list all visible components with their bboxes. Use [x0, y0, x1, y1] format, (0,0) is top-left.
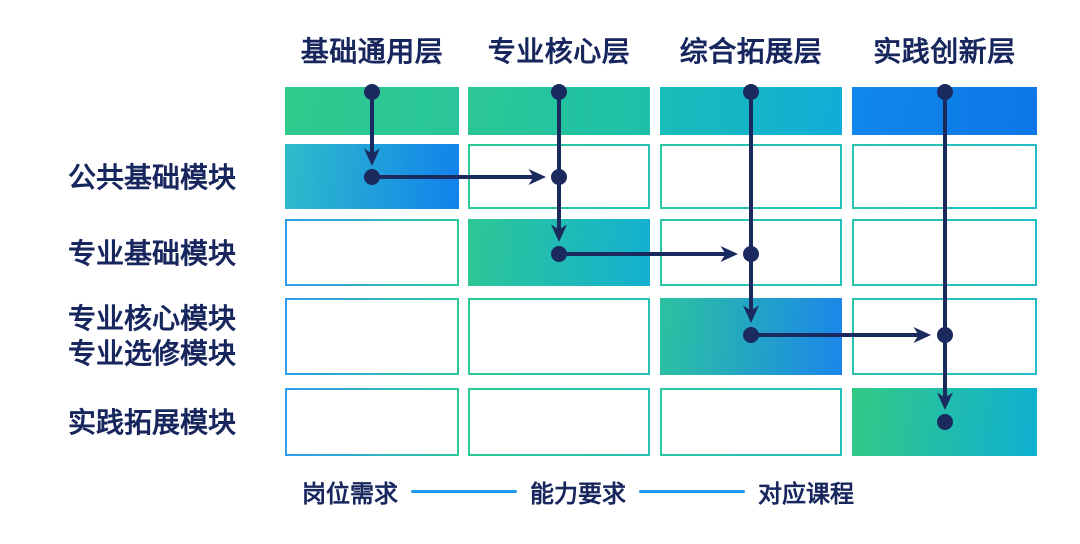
- matrix-cell: [285, 298, 459, 375]
- matrix-cell: [468, 388, 650, 456]
- matrix-cell: [285, 144, 459, 209]
- matrix-cell: [852, 388, 1037, 456]
- matrix-cell: [852, 298, 1037, 375]
- legend-item-corresponding-course: 对应课程: [758, 480, 854, 508]
- matrix-cell: [468, 144, 650, 209]
- matrix-cell: [660, 219, 842, 286]
- legend-connector-line: [411, 489, 517, 493]
- row-label-line: 专业选修模块: [67, 338, 236, 369]
- matrix-cell: [660, 144, 842, 209]
- legend-connector-line: [639, 489, 745, 493]
- matrix-cell: [660, 298, 842, 375]
- column-header-layer-3: 综合拓展层: [679, 36, 823, 67]
- matrix-cell: [285, 219, 459, 286]
- layer-bar: [852, 87, 1037, 135]
- column-header-layer-4: 实践创新层: [873, 36, 1016, 67]
- row-label-professional-basic: 专业基础模块: [28, 236, 276, 271]
- column-header-layer-1: 基础通用层: [300, 36, 444, 67]
- column-header-layer-2: 专业核心层: [487, 36, 631, 67]
- row-label-practice-expansion: 实践拓展模块: [28, 405, 276, 440]
- matrix-cell: [852, 144, 1037, 209]
- legend-item-ability-requirement: 能力要求: [530, 480, 626, 508]
- layer-bar: [468, 87, 650, 135]
- row-label-line: 专业基础模块: [67, 238, 236, 269]
- layer-bar: [660, 87, 842, 135]
- row-label-line: 专业核心模块: [67, 303, 236, 334]
- matrix-cell: [468, 219, 650, 286]
- row-label-line: 实践拓展模块: [67, 407, 236, 438]
- layer-bar: [285, 87, 459, 135]
- legend: 岗位需求 能力要求 对应课程: [302, 475, 854, 508]
- matrix-cell: [660, 388, 842, 456]
- row-label-professional-core-elective: 专业核心模块 专业选修模块: [28, 301, 276, 371]
- row-label-line: 公共基础模块: [67, 162, 236, 193]
- legend-item-job-demand: 岗位需求: [302, 480, 398, 508]
- row-label-public-basic: 公共基础模块: [28, 160, 276, 195]
- matrix-cell: [285, 388, 459, 456]
- matrix-cell: [852, 219, 1037, 286]
- matrix-cell: [468, 298, 650, 375]
